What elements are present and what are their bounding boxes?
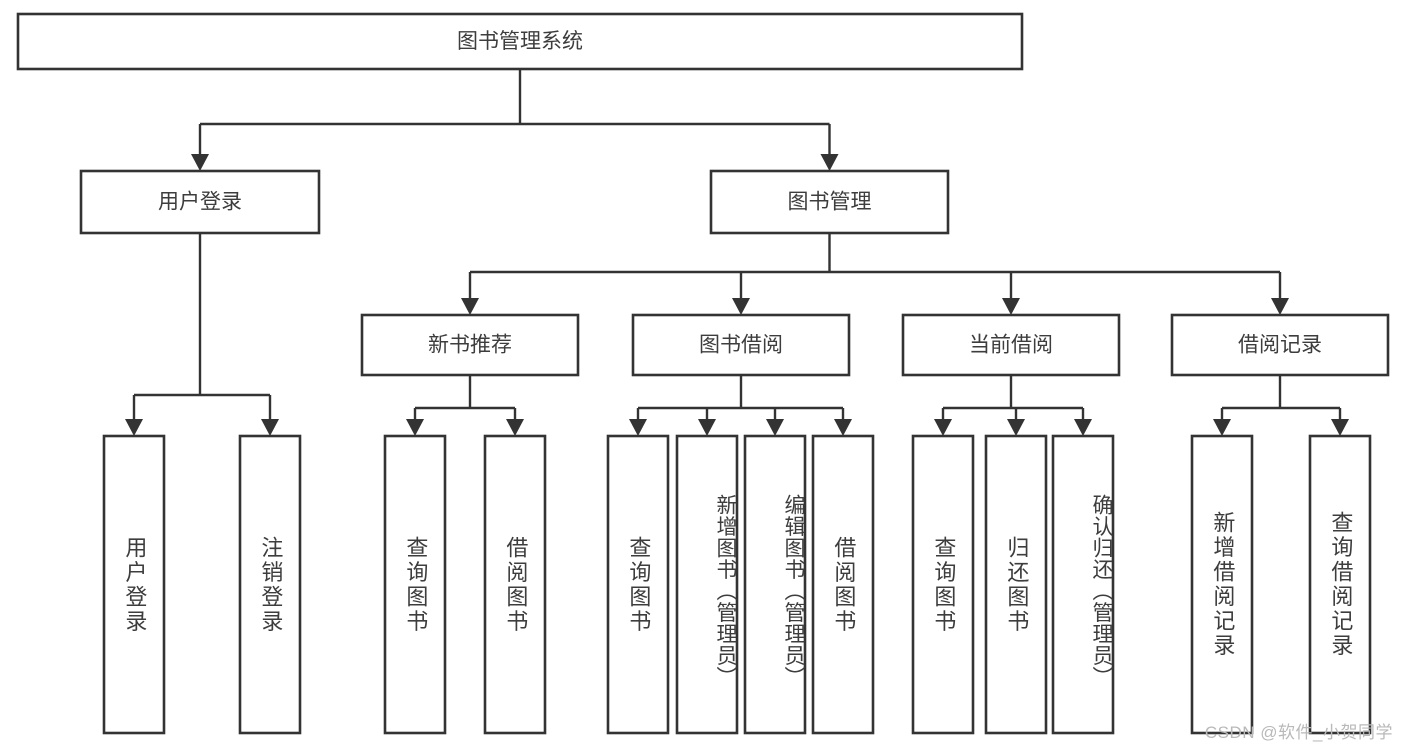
node-box-leaf-query-record[interactable]	[1308, 434, 1372, 735]
node-box-l2-book-mgmt[interactable]	[709, 169, 950, 235]
node-label-l3-current-borrow: 当前借阅	[969, 334, 1053, 357]
node-box-layer	[16, 12, 1390, 735]
arrow-head-icon	[406, 419, 424, 436]
node-label-root: 图书管理系统	[457, 30, 583, 53]
arrow-head-icon	[934, 419, 952, 436]
node-box-l3-borrow-record[interactable]	[1170, 313, 1390, 377]
arrow-head-icon	[834, 419, 852, 436]
node-box-leaf-borrow-book-1[interactable]	[483, 434, 547, 735]
node-box-leaf-borrow-book-2[interactable]	[811, 434, 875, 735]
arrow-head-icon	[629, 419, 647, 436]
arrow-head-icon	[766, 419, 784, 436]
arrow-head-icon	[1213, 419, 1231, 436]
node-box-l3-new-book-rec[interactable]	[360, 313, 580, 377]
node-box-leaf-user-login[interactable]	[102, 434, 166, 735]
node-label-l3-borrow-record: 借阅记录	[1238, 334, 1322, 357]
arrow-head-icon	[820, 154, 839, 171]
node-label-l2-user-login: 用户登录	[158, 191, 242, 214]
node-label-l3-new-book-rec: 新书推荐	[428, 334, 512, 357]
arrow-head-icon	[732, 298, 750, 315]
arrow-head-icon	[1007, 419, 1025, 436]
node-box-l3-current-borrow[interactable]	[901, 313, 1121, 377]
node-box-leaf-return-book[interactable]	[984, 434, 1048, 735]
node-label-l3-book-borrow: 图书借阅	[699, 334, 783, 357]
node-box-leaf-confirm-return[interactable]	[1051, 434, 1115, 735]
node-box-l3-book-borrow[interactable]	[631, 313, 851, 377]
arrow-head-icon	[125, 419, 143, 436]
arrow-head-icon	[1271, 298, 1289, 315]
watermark-text: CSDN @软件_小贺同学	[1204, 723, 1393, 742]
arrow-head-icon	[1074, 419, 1092, 436]
node-box-root[interactable]	[16, 12, 1024, 71]
node-box-leaf-query-book-2[interactable]	[606, 434, 670, 735]
arrow-head-icon	[461, 298, 479, 315]
node-box-leaf-edit-book[interactable]	[743, 434, 807, 735]
node-box-leaf-add-record[interactable]	[1190, 434, 1254, 735]
arrow-head-icon	[506, 419, 524, 436]
node-box-leaf-add-book[interactable]	[675, 434, 739, 735]
node-box-leaf-query-book-1[interactable]	[383, 434, 447, 735]
arrow-head-icon	[191, 154, 209, 171]
node-box-l2-user-login[interactable]	[79, 169, 321, 235]
node-box-leaf-query-book-3[interactable]	[911, 434, 975, 735]
node-label-l2-book-mgmt: 图书管理	[788, 191, 872, 214]
arrow-head-icon	[1331, 419, 1349, 436]
arrow-head-icon	[698, 419, 716, 436]
node-box-leaf-logout[interactable]	[238, 434, 302, 735]
arrow-head-icon	[261, 419, 279, 436]
arrow-head-icon	[1002, 298, 1020, 315]
connector-layer	[125, 69, 1349, 436]
